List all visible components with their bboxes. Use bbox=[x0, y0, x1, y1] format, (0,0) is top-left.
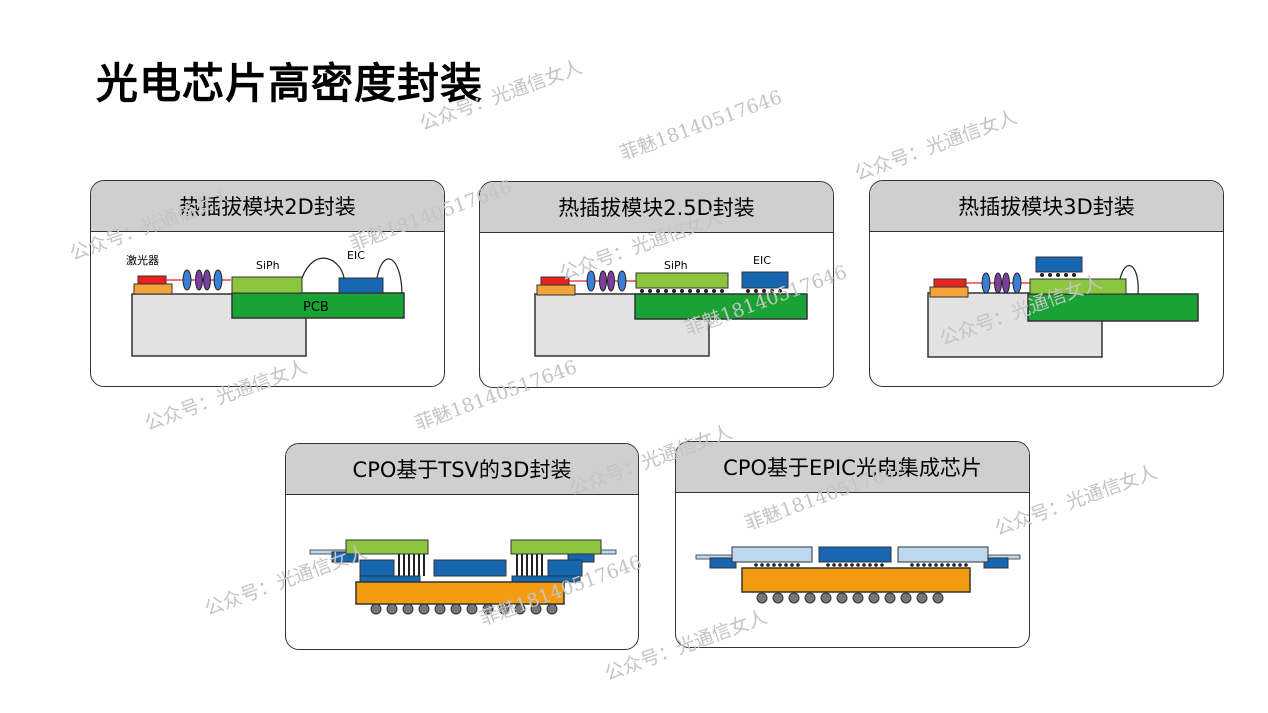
siph-chip bbox=[635, 272, 729, 289]
siph-label: SiPh bbox=[256, 259, 280, 272]
diagram-cpo-epic bbox=[695, 546, 1021, 604]
eic-chip-right bbox=[547, 559, 583, 577]
panel-3d-title: 热插拔模块3D封装 bbox=[870, 181, 1223, 232]
bga-balls bbox=[370, 603, 558, 615]
interposer-left bbox=[359, 575, 421, 583]
isolator-icon bbox=[1002, 272, 1010, 294]
pic-chip-right bbox=[510, 539, 602, 555]
lens-icon bbox=[586, 270, 596, 292]
tsv-vias-left bbox=[398, 554, 425, 576]
bump-row bbox=[640, 289, 724, 293]
isolator-icon bbox=[203, 269, 211, 291]
diagram-2-5d: SiPh EIC bbox=[534, 254, 808, 357]
epic-chip-center bbox=[818, 546, 892, 563]
siph-chip bbox=[231, 276, 303, 294]
laser-chip bbox=[137, 275, 167, 285]
diagram-cpo-tsv bbox=[309, 539, 617, 615]
pcb-board bbox=[231, 292, 405, 319]
panel-2-5d-package: 热插拔模块2.5D封装 SiPh EIC bbox=[479, 181, 834, 388]
siph-label: SiPh bbox=[664, 259, 688, 272]
lens-icon bbox=[617, 270, 627, 292]
bump-row bbox=[754, 563, 968, 567]
panel-2-5d-title: 热插拔模块2.5D封装 bbox=[480, 182, 833, 233]
panel-cpo-tsv-title: CPO基于TSV的3D封装 bbox=[286, 444, 638, 495]
laser-chip bbox=[540, 276, 570, 286]
panel-cpo-epic-title: CPO基于EPIC光电集成芯片 bbox=[676, 442, 1029, 493]
eic-chip-left bbox=[359, 559, 395, 577]
bump-row bbox=[1040, 273, 1076, 277]
eic-chip bbox=[741, 271, 789, 289]
pcb-board bbox=[634, 293, 808, 320]
isolator-icon bbox=[599, 270, 607, 292]
wire-bond bbox=[376, 258, 403, 294]
panel-cpo-epic: CPO基于EPIC光电集成芯片 bbox=[675, 441, 1030, 648]
wire-bond bbox=[1119, 265, 1139, 295]
laser-chip bbox=[933, 278, 967, 288]
fiber-coupler-right bbox=[983, 557, 1009, 569]
epic-chip-left bbox=[731, 546, 813, 563]
laser-base bbox=[133, 283, 173, 295]
laser-base bbox=[929, 286, 969, 298]
eic-label: EIC bbox=[347, 249, 365, 262]
pcb-label: PCB bbox=[303, 300, 329, 315]
eic-chip bbox=[338, 277, 384, 294]
package-substrate bbox=[741, 567, 971, 593]
lens-icon bbox=[213, 269, 223, 291]
watermark: 公众号：光通信女人 bbox=[851, 106, 1020, 186]
wire-bond bbox=[301, 257, 345, 279]
panel-2d-package: 热插拔模块2D封装 激光器 PCB SiPh EIC bbox=[90, 180, 445, 387]
panel-cpo-tsv: CPO基于TSV的3D封装 bbox=[285, 443, 639, 650]
siph-chip bbox=[1029, 278, 1127, 295]
pic-chip-left bbox=[345, 539, 429, 555]
isolator-icon bbox=[994, 272, 1002, 294]
bga-balls bbox=[756, 592, 944, 604]
panel-3d-package: 热插拔模块3D封装 bbox=[869, 180, 1224, 387]
eic-chip bbox=[1035, 256, 1083, 273]
laser-base bbox=[536, 284, 576, 296]
page-title: 光电芯片高密度封装 bbox=[96, 59, 484, 108]
watermark: 菲魅18140517646 bbox=[616, 86, 785, 166]
bump-row bbox=[746, 289, 782, 293]
fiber-coupler-left bbox=[331, 551, 359, 563]
fiber-coupler-left bbox=[709, 557, 737, 569]
isolator-icon bbox=[607, 270, 615, 292]
laser-label: 激光器 bbox=[126, 253, 159, 267]
diagram-2d: 激光器 PCB SiPh EIC bbox=[126, 249, 405, 357]
lens-icon bbox=[182, 269, 192, 291]
isolator-icon bbox=[195, 269, 203, 291]
diagram-3d bbox=[927, 256, 1199, 358]
pcb-board bbox=[1027, 293, 1199, 322]
epic-chip-right bbox=[897, 546, 989, 563]
panel-2d-title: 热插拔模块2D封装 bbox=[91, 181, 444, 232]
lens-icon bbox=[1012, 272, 1022, 294]
tsv-vias-right bbox=[516, 554, 543, 576]
package-substrate bbox=[355, 581, 565, 605]
eic-label: EIC bbox=[753, 254, 771, 267]
eic-chip-center bbox=[433, 559, 507, 577]
lens-icon bbox=[981, 272, 991, 294]
interposer-right bbox=[511, 575, 581, 583]
